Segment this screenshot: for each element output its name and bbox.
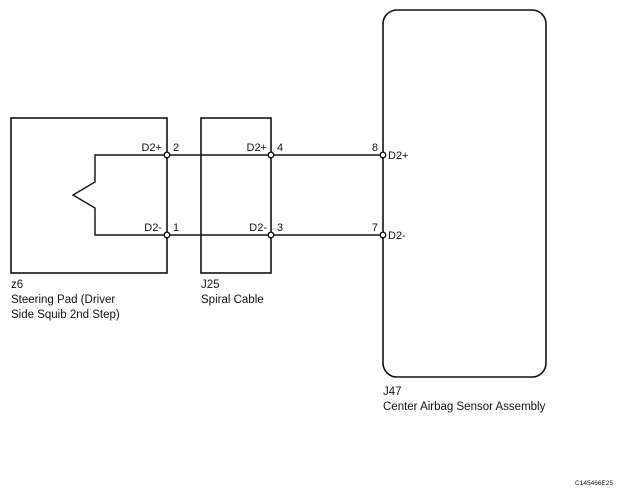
j25-signal-d2-plus: D2+	[247, 142, 268, 154]
j25-pin-4: 4	[277, 142, 283, 154]
pin-dot-z6-1	[163, 231, 171, 239]
pin-dot-j47-7	[379, 231, 387, 239]
j25-signal-d2-minus: D2-	[249, 222, 267, 234]
steering-pad-code: z6	[11, 279, 23, 291]
z6-pin-2: 2	[173, 142, 179, 154]
z6-signal-d2-minus: D2-	[144, 222, 162, 234]
j47-pin-7: 7	[372, 222, 378, 234]
squib-symbol	[71, 154, 167, 236]
airbag-sensor-name: Center Airbag Sensor Assembly	[383, 401, 546, 413]
airbag-sensor-box	[382, 9, 547, 378]
spiral-cable-code: J25	[201, 279, 220, 291]
j47-signal-d2-minus: D2-	[388, 230, 406, 242]
j47-pin-8: 8	[372, 142, 378, 154]
pin-dot-j47-8	[379, 151, 387, 159]
airbag-sensor-code: J47	[383, 386, 402, 398]
j47-signal-d2-plus: D2+	[388, 150, 409, 162]
steering-pad-name-line1: Steering Pad (Driver	[11, 294, 115, 306]
j25-pin-3: 3	[277, 222, 283, 234]
steering-pad-name-line2: Side Squib 2nd Step)	[11, 309, 120, 321]
spiral-cable-name: Spiral Cable	[201, 294, 264, 306]
pin-dot-j25-4	[267, 151, 275, 159]
pin-dot-j25-3	[267, 231, 275, 239]
z6-pin-1: 1	[173, 222, 179, 234]
spiral-cable-box	[200, 117, 272, 274]
pin-dot-z6-2	[163, 151, 171, 159]
z6-signal-d2-plus: D2+	[142, 142, 163, 154]
steering-pad-box	[10, 117, 168, 274]
figure-code: C145466E25	[575, 480, 613, 487]
